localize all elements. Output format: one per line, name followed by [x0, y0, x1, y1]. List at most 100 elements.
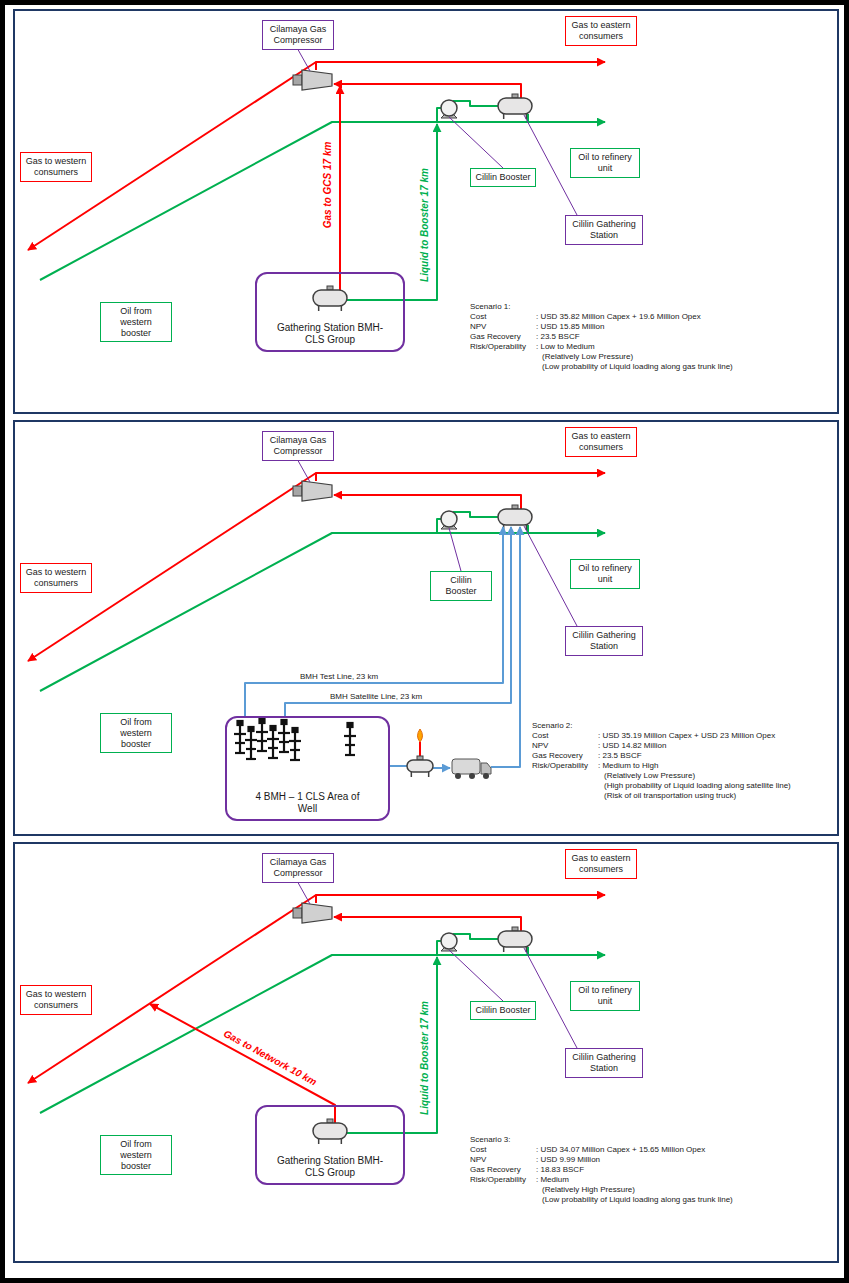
box-text: Cililin Booster	[475, 172, 531, 183]
booster-pump-symbol	[441, 933, 457, 951]
leader-line	[298, 883, 310, 904]
leader-lines	[298, 50, 577, 1048]
line-label: Liquid to Booster 17 km	[419, 1001, 431, 1115]
scenario-title: Scenario 1:	[470, 302, 510, 312]
box-text: Cililin Gathering Station	[570, 1052, 638, 1074]
callout-box: Cililin Booster	[470, 168, 536, 187]
scenario-value: : Medium	[536, 1175, 569, 1185]
well-area-box: 4 BMH – 1 CLS Area of Well	[225, 716, 390, 821]
scenario-note: (Low probability of Liquid loading along…	[542, 1195, 733, 1205]
leader-line	[449, 528, 461, 571]
source-box: Oil from western booster	[100, 1135, 172, 1175]
truck-symbol	[452, 759, 491, 779]
box-text: Gas to eastern consumers	[570, 20, 632, 42]
gathering-station-symbol	[313, 286, 347, 311]
scenario-key: Risk/Operability	[470, 1175, 526, 1185]
scenario-key: NPV	[470, 1155, 486, 1165]
consumer-box: Oil to refinery unit	[570, 559, 640, 589]
scenario-note: (Relatively Low Pressure)	[604, 771, 695, 781]
leader-line	[449, 117, 503, 168]
consumer-box: Gas to western consumers	[20, 152, 92, 182]
scenario-value: : USD 35.82 Million Capex + 19.6 Million…	[536, 312, 701, 322]
source-box: Oil from western booster	[100, 713, 172, 753]
callout-box: Cilamaya Gas Compressor	[262, 853, 334, 883]
station-box: Gathering Station BMH-CLS Group	[255, 1105, 405, 1185]
scenario-value: : USD 35.19 Million Capex + USD 23 Milli…	[598, 731, 775, 741]
box-text: Gas to western consumers	[25, 567, 87, 589]
consumer-box: Gas to eastern consumers	[565, 849, 637, 879]
scenario-value: : 23.5 BSCF	[598, 751, 642, 761]
gas-trunk-line	[316, 62, 605, 70]
scenario-key: Gas Recovery	[532, 751, 583, 761]
gathering-station-symbol	[313, 1119, 347, 1144]
gas-trunk-line	[316, 895, 605, 903]
callout-box: Cililin Gathering Station	[565, 215, 643, 245]
box-text: Gas to eastern consumers	[570, 853, 632, 875]
callout-box: Cilamaya Gas Compressor	[262, 20, 334, 50]
box-text: Gathering Station BMH-CLS Group	[274, 322, 386, 346]
gathering-station-symbol	[498, 505, 532, 530]
scenario-value: : Low to Medium	[536, 342, 595, 352]
scenario-panel	[14, 843, 838, 1262]
scenario-note: (High probability of Liquid loading alon…	[604, 781, 791, 791]
oil-line	[437, 941, 441, 955]
box-text: Oil from western booster	[105, 1139, 167, 1171]
box-text: Oil from western booster	[105, 717, 167, 749]
box-text: Cililin Booster	[475, 1005, 531, 1016]
compressor-symbol	[293, 903, 332, 923]
box-text: Gas to western consumers	[25, 156, 87, 178]
box-text: Gathering Station BMH-CLS Group	[274, 1155, 386, 1179]
oil-line	[437, 108, 441, 122]
scenario-value: : USD 9.99 Million	[536, 1155, 600, 1165]
leader-line	[298, 461, 310, 482]
consumer-box: Oil to refinery unit	[570, 148, 640, 178]
scenario-title: Scenario 3:	[470, 1135, 510, 1145]
separator-symbol	[407, 756, 433, 777]
line-label: Gas to GCS 17 km	[322, 142, 334, 229]
consumer-box: Oil to refinery unit	[570, 981, 640, 1011]
box-text: Cilamaya Gas Compressor	[267, 24, 329, 46]
gas-line	[334, 917, 521, 931]
wellhead-symbol	[344, 723, 356, 755]
box-text: Cilamaya Gas Compressor	[267, 857, 329, 879]
gas-line	[334, 84, 521, 98]
gathering-station-symbol	[498, 94, 532, 119]
compressor-symbol	[293, 70, 332, 90]
compressor-symbol	[293, 481, 332, 501]
flow-line	[390, 765, 407, 767]
callout-box: Cililin Booster	[470, 1001, 536, 1020]
wellhead-symbol	[278, 720, 290, 752]
scenario-key: Risk/Operability	[470, 342, 526, 352]
booster-pump-symbol	[441, 100, 457, 118]
scenario-key: NPV	[532, 741, 548, 751]
scenario-network	[28, 473, 605, 779]
consumer-box: Gas to western consumers	[20, 563, 92, 593]
box-text: Oil from western booster	[105, 306, 167, 338]
leader-line	[298, 50, 310, 71]
callout-box: Cilamaya Gas Compressor	[262, 431, 334, 461]
scenario-title: Scenario 2:	[532, 721, 572, 731]
box-text: Gas to eastern consumers	[570, 431, 632, 453]
oil-trunk-line	[40, 122, 605, 280]
consumer-box: Gas to eastern consumers	[565, 427, 637, 457]
scenario-value: : USD 34.07 Million Capex + 15.65 Millio…	[536, 1145, 705, 1155]
scenario-key: Gas Recovery	[470, 332, 521, 342]
oil-trunk-line	[40, 955, 605, 1113]
box-text: 4 BMH – 1 CLS Area of Well	[252, 791, 364, 815]
gas-trunk-line	[316, 473, 605, 481]
consumer-box: Gas to western consumers	[20, 985, 92, 1015]
gas-line	[334, 495, 521, 509]
scenario-key: NPV	[470, 322, 486, 332]
gas-line	[339, 86, 341, 291]
wellhead-symbol	[267, 726, 279, 758]
satellite-line	[285, 527, 511, 716]
callout-box: Cililin Gathering Station	[565, 626, 643, 656]
box-text: Cililin Gathering Station	[570, 630, 638, 652]
wellhead-symbol	[289, 728, 301, 760]
oil-line	[453, 934, 498, 939]
flow-line	[433, 767, 450, 769]
wellhead-symbol	[234, 721, 246, 753]
scenario-value: : Medium to High	[598, 761, 658, 771]
box-text: Cililin Booster	[435, 575, 487, 597]
box-text: Oil to refinery unit	[575, 985, 635, 1007]
